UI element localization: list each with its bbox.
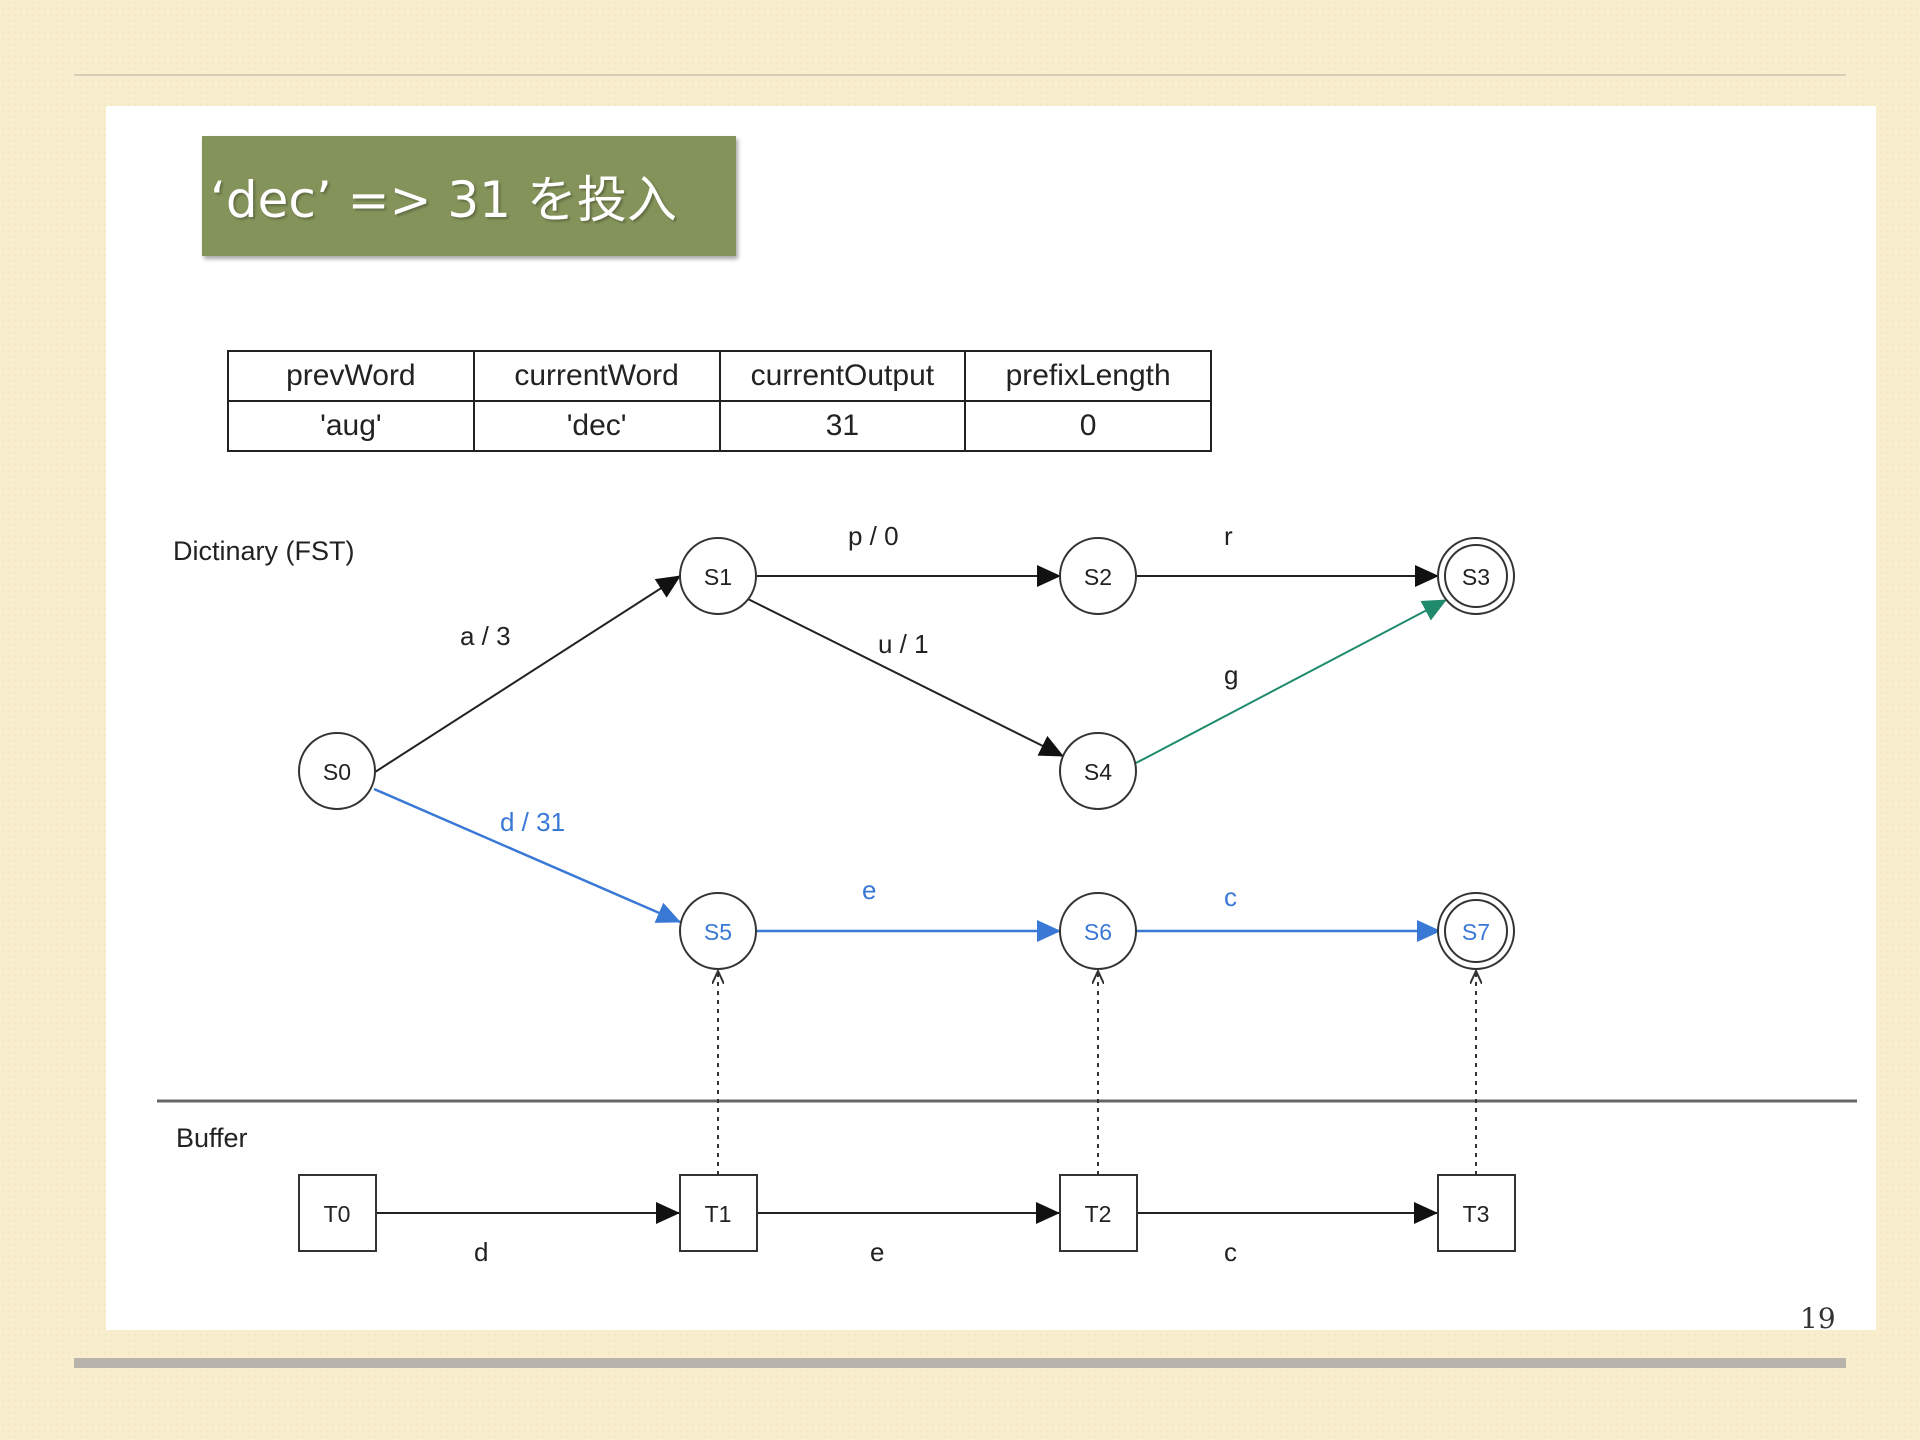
table-cell: 0 [964, 400, 1212, 452]
slide-panel [106, 106, 1876, 1330]
node-label: S4 [1084, 759, 1112, 785]
top-rule [74, 74, 1846, 76]
edge-label-e: e [862, 875, 876, 905]
edge-label-r: r [1224, 521, 1233, 551]
title-box: ‘dec’ => 31 を投入 [202, 136, 736, 256]
buffer-node-t1: T1 [679, 1174, 758, 1252]
edge-s4-s3 [1135, 599, 1447, 764]
node-label: S0 [323, 759, 351, 785]
page-number: 19 [1800, 1302, 1836, 1335]
table-header-cell: currentWord [472, 350, 721, 402]
slide-title: ‘dec’ => 31 を投入 [210, 171, 677, 229]
edge-label-u: u / 1 [878, 629, 929, 659]
edge-label-g: g [1224, 660, 1238, 690]
edge-s1-s4 [745, 597, 1064, 757]
buffer-node-label: T3 [1463, 1201, 1490, 1227]
node-s0: S0 [298, 732, 376, 810]
buffer-node-label: T2 [1085, 1201, 1112, 1227]
edge-s0-s5 [373, 787, 681, 924]
buffer-node-label: T1 [705, 1201, 732, 1227]
node-s2: S2 [1059, 537, 1137, 615]
node-label: S1 [704, 564, 732, 590]
table-row: 'aug' 'dec' 31 0 [227, 400, 1212, 452]
node-s3: S3 [1437, 537, 1515, 615]
edge-label-p: p / 0 [848, 521, 899, 551]
node-s7: S7 [1437, 892, 1515, 970]
state-table: prevWord currentWord currentOutput prefi… [227, 350, 1212, 452]
node-s5: S5 [679, 892, 757, 970]
node-s6: S6 [1059, 892, 1137, 970]
node-s4: S4 [1059, 732, 1137, 810]
bottom-rule [74, 1358, 1846, 1368]
buffer-node-label: T0 [324, 1201, 351, 1227]
fst-label: Dictinary (FST) [173, 536, 355, 566]
node-label: S5 [704, 919, 732, 945]
table-header-cell: currentOutput [718, 350, 967, 402]
buffer-node-t2: T2 [1059, 1174, 1138, 1252]
edge-label-d: d / 31 [500, 807, 565, 837]
table-header-cell: prevWord [227, 350, 475, 402]
edge-s0-s1 [374, 575, 681, 773]
node-label: S3 [1462, 564, 1490, 590]
table-cell: 31 [718, 400, 967, 452]
edge-label-c: c [1224, 882, 1237, 912]
table-header-row: prevWord currentWord currentOutput prefi… [227, 350, 1212, 402]
node-label: S2 [1084, 564, 1112, 590]
node-label: S6 [1084, 919, 1112, 945]
table-cell: 'aug' [227, 400, 475, 452]
edge-label-a: a / 3 [460, 621, 511, 651]
table-cell: 'dec' [472, 400, 721, 452]
buffer-node-t3: T3 [1437, 1174, 1516, 1252]
buffer-edge-label-e: e [870, 1237, 884, 1267]
node-label: S7 [1462, 919, 1490, 945]
node-s1: S1 [679, 537, 757, 615]
buffer-edge-label-d: d [474, 1237, 488, 1267]
buffer-edge-label-c: c [1224, 1237, 1237, 1267]
table-header-cell: prefixLength [964, 350, 1212, 402]
buffer-node-t0: T0 [298, 1174, 377, 1252]
buffer-label: Buffer [176, 1123, 248, 1153]
